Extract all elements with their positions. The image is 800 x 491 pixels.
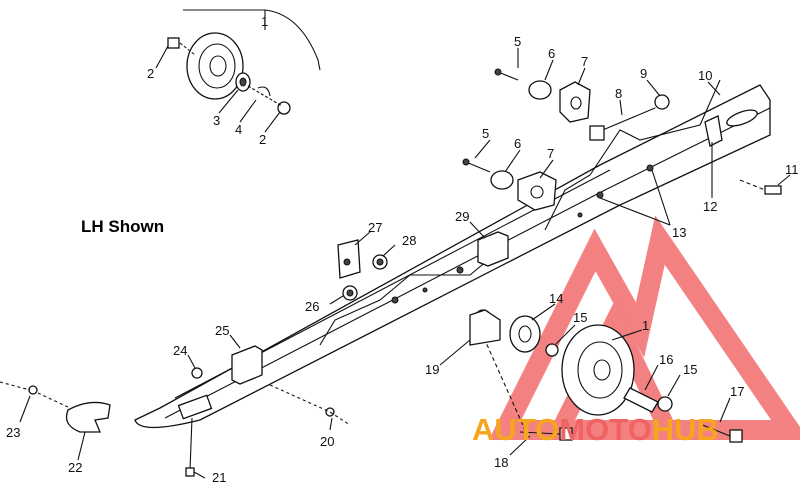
callout-label: 20 — [320, 434, 334, 449]
watermark-part1: AUTO — [472, 412, 559, 447]
block-29 — [477, 231, 509, 267]
leader-lines — [19, 45, 791, 479]
callout-label: 28 — [402, 233, 416, 248]
callout-label: 10 — [698, 68, 712, 83]
callout-label: 29 — [455, 209, 469, 224]
callout-label: 11 — [785, 162, 799, 177]
clip-12 — [704, 115, 723, 147]
callout-label: 7 — [547, 146, 554, 161]
watermark-part3: HUB — [652, 412, 719, 447]
bracket-19 — [469, 309, 501, 346]
callout-label: 14 — [549, 291, 563, 306]
callout-label: 4 — [235, 122, 242, 137]
bolt-11 — [739, 179, 782, 195]
bolt-5-mid — [462, 158, 491, 173]
callout-label: 17 — [730, 384, 744, 399]
callout-label: 19 — [425, 362, 439, 377]
bolt-8 — [589, 107, 656, 141]
screw-20 — [269, 384, 351, 426]
block-7-mid — [517, 171, 557, 211]
callout-label: 22 — [68, 460, 82, 475]
nut-24 — [191, 367, 203, 379]
nut-28 — [372, 254, 388, 270]
screw-23 — [0, 381, 71, 409]
callout-label: 8 — [615, 86, 622, 101]
block-7-top — [559, 81, 591, 123]
callout-label: 5 — [514, 34, 521, 49]
bracket-27 — [337, 239, 361, 279]
callout-label: 13 — [672, 225, 686, 240]
idler-wheel-top — [167, 32, 291, 115]
callout-label: 26 — [305, 299, 319, 314]
callout-label: 6 — [514, 136, 521, 151]
callout-label: 1 — [261, 14, 268, 29]
callout-label: 21 — [212, 470, 226, 485]
spacer-6-top — [528, 80, 552, 100]
callout-label: 25 — [215, 323, 229, 338]
block-25 — [231, 345, 263, 385]
callout-label: 15 — [683, 362, 697, 377]
callout-label: 18 — [494, 455, 508, 470]
bolt-21 — [185, 417, 195, 477]
callout-label: 6 — [548, 46, 555, 61]
callout-label: 2 — [259, 132, 266, 147]
watermark-text: AUTOMOTOHUB — [472, 412, 719, 447]
diagram-title: LH Shown — [81, 217, 164, 236]
callout-label: 24 — [173, 343, 187, 358]
watermark-part2: MOTO — [559, 412, 651, 447]
callout-label: 23 — [6, 425, 20, 440]
callout-label: 27 — [368, 220, 382, 235]
callout-label: 15 — [573, 310, 587, 325]
callout-numbers: 1 2 2 3 4 5 6 7 8 9 10 11 5 6 7 12 13 27… — [6, 14, 799, 485]
nut-9 — [654, 94, 670, 110]
bolt-5-top — [494, 68, 519, 81]
nut-26 — [342, 285, 358, 301]
callout-label: 1 — [642, 318, 649, 333]
callout-label: 7 — [581, 54, 588, 69]
callout-label: 16 — [659, 352, 673, 367]
callout-label: 9 — [640, 66, 647, 81]
callout-label: 2 — [147, 66, 154, 81]
callout-label: 5 — [482, 126, 489, 141]
callout-label: 12 — [703, 199, 717, 214]
spacer-6-mid — [490, 170, 514, 190]
tip-22 — [65, 401, 111, 433]
callout-label: 3 — [213, 113, 220, 128]
